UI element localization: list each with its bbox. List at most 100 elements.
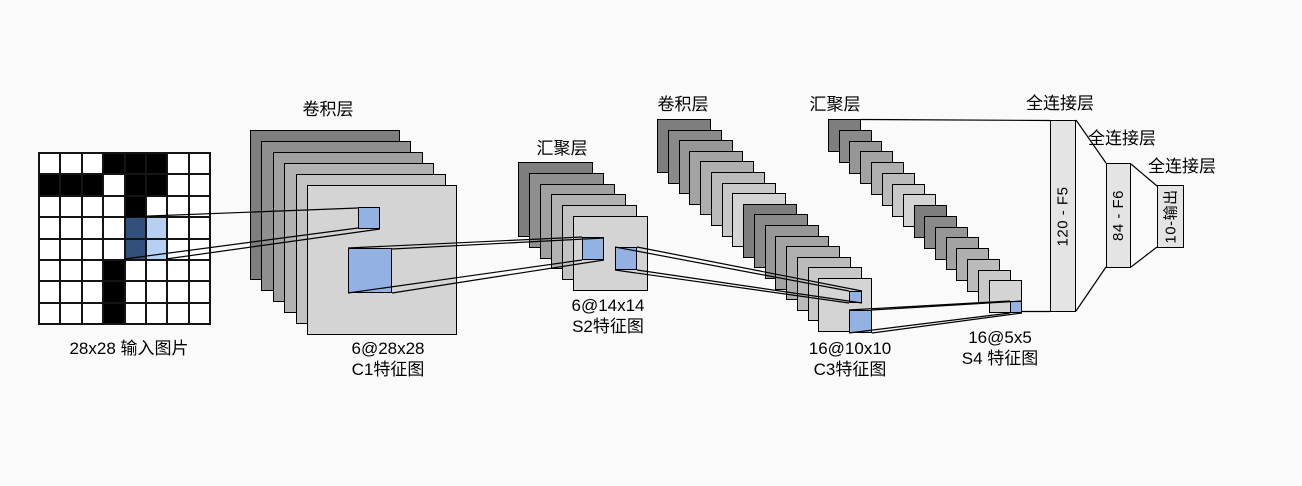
connection-line	[391, 237, 605, 250]
grid-cell	[145, 174, 168, 196]
feature-map-layer	[870, 162, 904, 195]
caption-c3-size: 16@10x10	[808, 339, 892, 358]
grid-cell	[103, 302, 125, 325]
caption-s4-size: 16@5x5	[968, 328, 1032, 347]
grid-cell	[188, 153, 211, 175]
grid-cell	[188, 281, 211, 303]
feature-map-layer	[272, 152, 423, 302]
grid-cell	[167, 302, 189, 325]
receptive-field-patch	[348, 248, 392, 293]
feature-map-layer	[667, 129, 722, 184]
grid-cell	[188, 217, 211, 239]
receptive-field-patch	[582, 237, 604, 260]
connection-line	[614, 246, 850, 292]
grid-cell	[39, 238, 61, 260]
caption-c1-size: 6@28x28	[351, 339, 425, 358]
connection-line	[347, 259, 583, 294]
grid-cell	[60, 217, 82, 239]
feature-map-layer	[573, 216, 648, 291]
grid-cell	[167, 217, 189, 239]
grid-cell	[145, 153, 168, 175]
grid-cell	[81, 153, 104, 175]
input-image-grid	[38, 152, 212, 326]
receptive-field-patch	[1010, 301, 1022, 313]
feature-map-layer	[540, 183, 615, 259]
feature-map-layer	[678, 140, 733, 195]
feature-map-layer	[892, 183, 926, 217]
caption-input: 28x28 输入图片	[69, 338, 188, 359]
grid-cell	[103, 238, 125, 260]
receptive-field-patch	[358, 207, 380, 229]
caption-s2: 6@14x14 S2特征图	[571, 295, 644, 337]
grid-cell	[39, 217, 61, 239]
feature-map-layer	[807, 267, 862, 322]
receptive-field-patch	[849, 291, 862, 303]
grid-cell	[103, 281, 125, 303]
feature-map-layer	[562, 205, 637, 281]
feature-map-layer	[818, 278, 873, 332]
feature-map-layer	[849, 140, 883, 174]
grid-cell	[81, 259, 104, 282]
feature-map-layer	[732, 193, 787, 248]
fc-bar-f5: 120 - F5	[1050, 120, 1076, 312]
fc-bar-f5-label: 120 - F5	[1054, 186, 1072, 246]
grid-cell	[60, 238, 82, 260]
grid-cell	[124, 259, 146, 282]
feature-map-layer	[721, 182, 776, 237]
label-fc-layer-f5: 全连接层	[1026, 94, 1094, 113]
grid-cell	[188, 259, 211, 282]
receptive-field-patch	[849, 310, 872, 333]
grid-cell	[103, 153, 125, 175]
caption-s4: 16@5x5 S4 特征图	[962, 327, 1039, 369]
grid-cell	[81, 281, 104, 303]
label-conv-layer-c1: 卷积层	[302, 100, 354, 119]
grid-cell	[145, 195, 168, 218]
grid-cell	[103, 174, 125, 196]
grid-cell	[145, 302, 168, 325]
grid-cell	[103, 217, 125, 239]
grid-cell	[60, 281, 82, 303]
grid-cell	[124, 174, 146, 196]
label-pool-layer-s4: 汇聚层	[809, 95, 861, 114]
grid-cell	[60, 195, 82, 218]
caption-c3-name: C3特征图	[813, 360, 887, 379]
grid-cell	[60, 174, 82, 196]
label-fc-layer-f6: 全连接层	[1088, 129, 1156, 148]
grid-cell	[39, 302, 61, 325]
feature-map-layer	[689, 150, 744, 205]
feature-map-layer	[881, 172, 915, 206]
grid-cell	[39, 153, 61, 175]
feature-map-layer	[700, 161, 754, 216]
feature-map-layer	[956, 248, 990, 281]
feature-map-layer	[284, 163, 435, 313]
feature-map-layer	[935, 226, 968, 260]
caption-s2-name: S2特征图	[572, 317, 644, 336]
feature-map-layer	[261, 141, 412, 291]
fc-bar-output-label: 10-输出	[1163, 189, 1180, 244]
feature-map-layer	[838, 129, 872, 163]
grid-cell	[167, 259, 189, 282]
grid-cell	[145, 217, 168, 239]
grid-cell	[60, 259, 82, 282]
receptive-field-patch	[615, 247, 637, 270]
grid-cell	[167, 238, 189, 260]
grid-cell	[188, 195, 211, 218]
connection-line	[871, 300, 1023, 311]
label-pool-layer-s2: 汇聚层	[536, 139, 588, 158]
feature-map-layer	[250, 130, 400, 280]
grid-cell	[39, 195, 61, 218]
grid-cell	[60, 302, 82, 325]
feature-map-layer	[967, 258, 1001, 292]
grid-cell	[39, 281, 61, 303]
caption-input-text: 28x28 输入图片	[69, 339, 189, 358]
grid-cell	[145, 238, 168, 260]
connection-line	[636, 269, 863, 304]
feature-map-layer	[518, 162, 593, 237]
grid-cell	[39, 259, 61, 282]
feature-map-layer	[924, 215, 958, 249]
feature-map-layer	[945, 237, 979, 271]
grid-cell	[167, 195, 189, 218]
feature-map-layer	[796, 256, 851, 311]
grid-cell	[188, 174, 211, 196]
